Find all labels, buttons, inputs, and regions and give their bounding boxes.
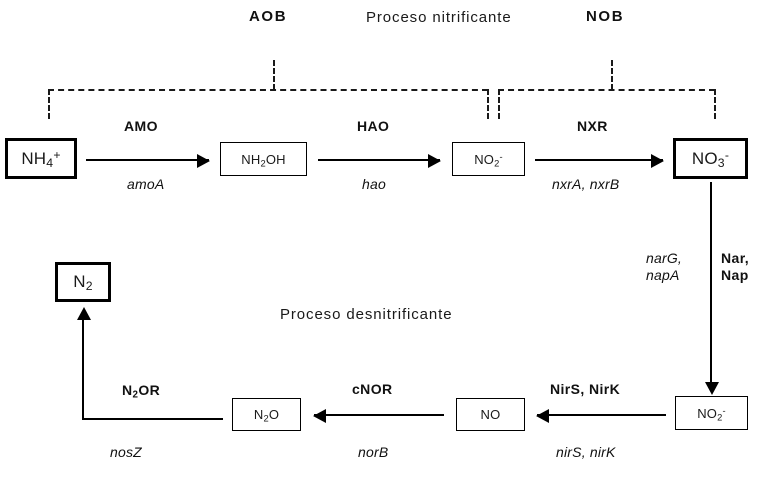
compound-label-nitrite-top: NO2- [474,151,503,168]
compound-label-nitrite-bottom: NO2- [697,405,726,422]
compound-box-nitrate: NO3- [673,138,748,179]
compound-label-nitric-oxide: NO [480,407,501,422]
arrow-nitrite-bottom-to-nitric-oxide [536,409,666,423]
bracket-top-nob [498,89,715,91]
gene-label-nxra-nxrb: nxrA, nxrB [552,176,620,192]
compound-label-nitrous-oxide: N2O [253,407,280,424]
bracket-stem-nob [611,60,613,90]
group-label-aob: AOB [249,8,288,25]
compound-box-nitrite-top: NO2- [452,142,525,176]
enzyme-label-hao: HAO [357,118,390,134]
process-title-nitrification: Proceso nitrificante [366,9,512,26]
compound-box-ammonium: NH4+ [5,138,77,179]
compound-box-nitric-oxide: NO [456,398,525,431]
enzyme-label-n2or: N2OR [122,382,161,401]
gene-text-narg-napa: narG,napA [646,250,683,283]
gene-label-nirs-nirk: nirS, nirK [556,444,616,460]
arrow-hydroxylamine-to-nitrite [318,154,441,168]
enzyme-label-nxr: NXR [577,118,608,134]
gene-label-hao: hao [362,176,386,192]
compound-label-hydroxylamine: NH2OH [241,151,286,168]
arrow-n2o-to-n2-horizontal-segment [83,418,223,420]
compound-label-dinitrogen: N2 [73,272,93,294]
compound-box-nitrous-oxide: N2O [232,398,301,431]
gene-label-nosz: nosZ [110,444,142,460]
gene-label-narg-napa: narG,napA [646,250,682,283]
enzyme-label-nirs-nirk: NirS, NirK [550,381,621,397]
arrow-n2o-to-n2-vertical-segment [76,307,91,420]
compound-label-nitrate: NO3- [691,147,730,170]
enzyme-label-nar-nap: Nar,Nap [721,250,750,283]
arrow-nitrate-to-nitrite-bottom [704,182,719,395]
compound-box-hydroxylamine: NH2OH [220,142,307,176]
bracket-left-tick-nob [498,89,500,119]
gene-label-amoa: amoA [127,176,165,192]
bracket-right-tick-nob [714,89,716,119]
process-title-denitrification: Proceso desnitrificante [280,306,453,323]
bracket-left-tick-aob [48,89,50,119]
compound-box-dinitrogen: N2 [55,262,111,302]
compound-label-ammonium: NH4+ [21,147,61,170]
group-label-nob: NOB [586,8,625,25]
enzyme-label-amo: AMO [124,118,158,134]
bracket-stem-aob [273,60,275,90]
gene-label-norb: norB [358,444,389,460]
bracket-right-tick-aob [487,89,489,119]
enzyme-label-cnor: cNOR [352,381,393,397]
arrow-ammonium-to-hydroxylamine [86,154,210,168]
compound-box-nitrite-bottom: NO2- [675,396,748,430]
arrow-nitrite-to-nitrate [535,154,664,168]
arrow-nitric-oxide-to-nitrous-oxide [313,409,444,423]
bracket-top-aob [48,89,488,91]
